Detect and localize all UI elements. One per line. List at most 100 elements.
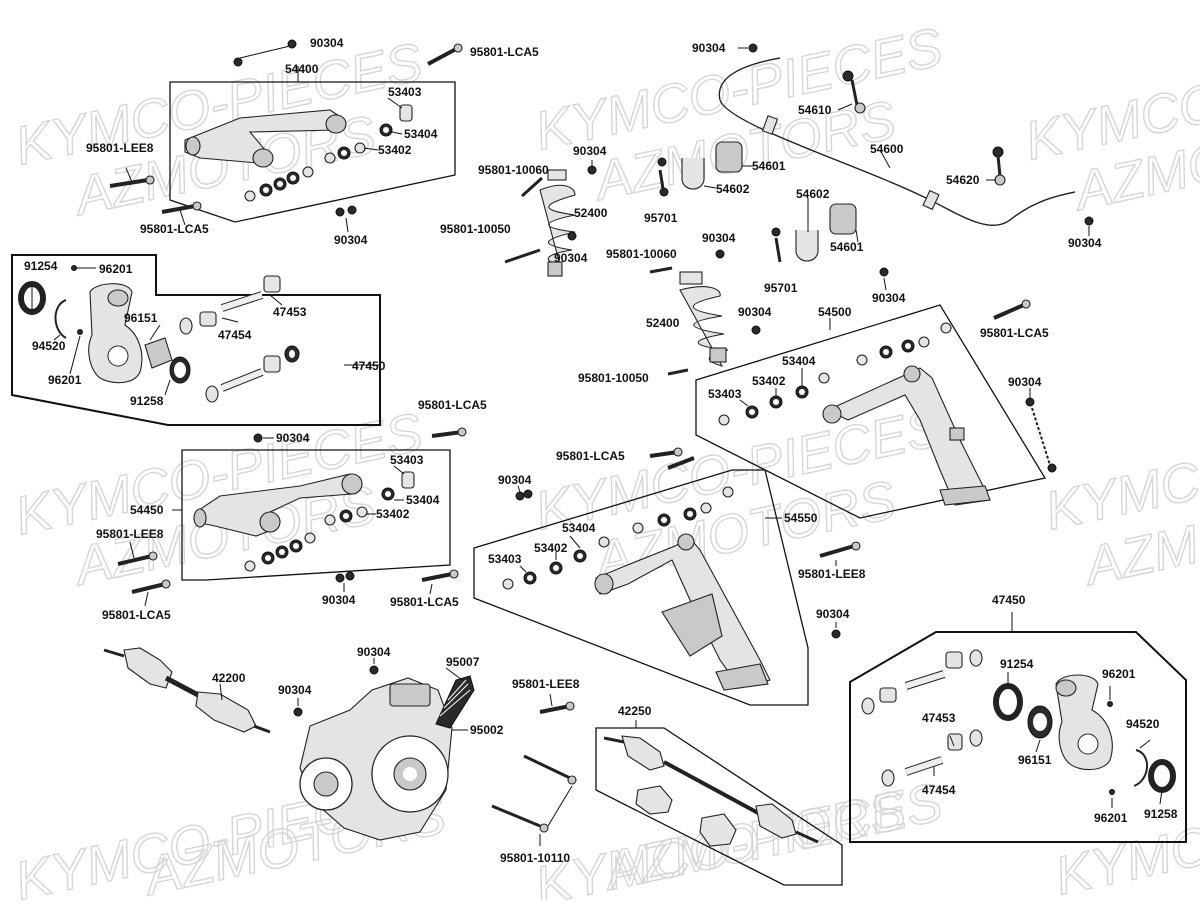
part-label: 90304 (498, 473, 532, 487)
part-label: 95801-10060 (606, 247, 677, 261)
drive-shaft-icon (103, 647, 271, 734)
nut-icon (748, 43, 758, 53)
part-label: 47453 (273, 305, 307, 319)
part-label: 91258 (1144, 807, 1178, 821)
part-label: 95801-LCA5 (140, 222, 209, 236)
part-label: 96151 (1018, 753, 1052, 767)
part-label: 95801-10050 (578, 371, 649, 385)
part-label: 53404 (404, 127, 438, 141)
part-label: 54600 (870, 142, 904, 156)
knuckle-group-47450 (11, 254, 381, 426)
part-label: 52400 (574, 206, 608, 220)
bushing-icon (718, 322, 952, 426)
nut-icon (233, 39, 297, 67)
part-label: 96151 (124, 311, 158, 325)
seal-ring-icon (993, 683, 1023, 721)
part-label: 95801-LEE8 (86, 141, 154, 155)
part-label: 53404 (782, 354, 816, 368)
part-label: 42200 (212, 671, 246, 685)
part-label: 91254 (1000, 657, 1034, 671)
part-label: 54602 (716, 182, 750, 196)
part-label: 95801-10060 (478, 163, 549, 177)
part-label: 95701 (764, 281, 798, 295)
part-label: 90304 (1008, 375, 1042, 389)
part-label: 42250 (618, 704, 652, 718)
bolt-icon (109, 175, 202, 214)
bolt-icon (491, 701, 577, 833)
snap-ring-icon (54, 299, 67, 339)
nut-icon (1084, 216, 1094, 226)
part-label: 94520 (32, 339, 66, 353)
part-label: 90304 (1068, 236, 1102, 250)
part-label: 95701 (644, 211, 678, 225)
part-label: 95002 (470, 723, 504, 737)
bearing-icon (144, 337, 191, 384)
part-label: 54620 (946, 173, 980, 187)
part-label: 95801-LCA5 (470, 45, 539, 59)
stabilizer-bar-icon (718, 43, 1094, 236)
seal-ring-icon (1148, 759, 1176, 793)
part-label: 90304 (357, 645, 391, 659)
part-label: 54400 (285, 62, 319, 76)
part-label: 47450 (992, 593, 1026, 607)
part-label: 90304 (738, 305, 772, 319)
part-label: 96201 (1102, 667, 1136, 681)
part-label: 90304 (702, 231, 736, 245)
snap-ring-icon (1133, 749, 1148, 787)
part-label: 96201 (99, 262, 133, 276)
part-label: 96201 (1094, 811, 1128, 825)
part-label: 53403 (388, 85, 422, 99)
part-label: 53404 (562, 521, 596, 535)
part-label: 53403 (390, 453, 424, 467)
link-rod-icon (842, 70, 866, 114)
part-label: 47454 (218, 328, 252, 342)
part-label: 91254 (24, 259, 58, 273)
nut-icon (293, 665, 379, 717)
nut-icon (335, 571, 355, 583)
knuckle-group-47450-right (849, 612, 1187, 843)
drive-shaft-group-42250 (595, 720, 843, 886)
link-rod-icon (992, 146, 1006, 186)
part-label: 95801-LCA5 (418, 398, 487, 412)
part-label: 54602 (796, 187, 830, 201)
part-label: 96201 (48, 373, 82, 387)
nut-icon (831, 629, 841, 639)
part-label: 53402 (752, 374, 786, 388)
part-label: 54550 (784, 511, 818, 525)
part-label: 95801-LEE8 (96, 527, 164, 541)
part-label: 90304 (816, 607, 850, 621)
nut-icon (335, 205, 357, 217)
part-label: 47454 (922, 783, 956, 797)
part-label: 52400 (646, 316, 680, 330)
part-label: 91258 (130, 394, 164, 408)
shock-absorber-icon (649, 266, 729, 376)
bearing-icon (1027, 705, 1053, 739)
part-label: 90304 (310, 36, 344, 50)
part-label: 95801-LCA5 (102, 608, 171, 622)
knuckle-icon (88, 283, 143, 384)
nut-icon (253, 433, 263, 443)
part-label: 90304 (872, 291, 906, 305)
part-label: 90304 (554, 251, 588, 265)
part-label: 90304 (692, 41, 726, 55)
bracket-clamp-icon (657, 141, 857, 263)
part-label: 94520 (1126, 717, 1160, 731)
part-label: 54450 (130, 503, 164, 517)
a-arm-icon (193, 473, 363, 537)
part-label: 95007 (446, 655, 480, 669)
part-label: 90304 (322, 593, 356, 607)
part-label: 90304 (334, 233, 368, 247)
part-label: 47450 (352, 359, 386, 373)
part-label: 53402 (376, 507, 410, 521)
a-arm-group-54500 (695, 299, 1057, 519)
bolt-icon (427, 43, 463, 66)
a-arm-group-54550 (421, 447, 861, 706)
bushing-icon (502, 486, 734, 590)
nut-icon (587, 165, 597, 175)
part-label: 95801-LCA5 (556, 449, 625, 463)
a-arm-icon (594, 533, 771, 691)
part-label: 53404 (406, 493, 440, 507)
nut-icon (515, 489, 533, 501)
